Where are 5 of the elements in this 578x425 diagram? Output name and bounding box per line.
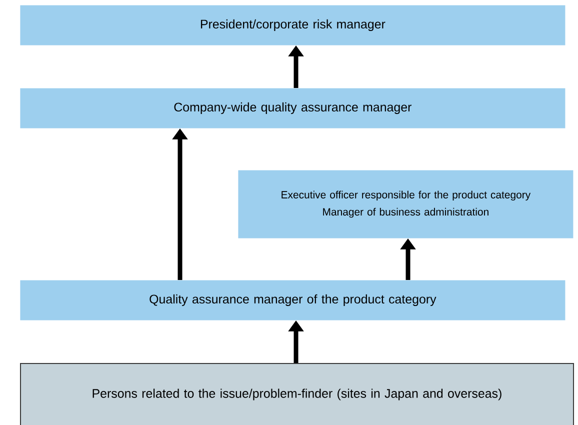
role-box: Company-wide quality assurance manager xyxy=(20,88,566,128)
role-box: President/corporate risk manager xyxy=(20,5,566,46)
role-box: Executive officer responsible for the product category Manager of business administration xyxy=(238,170,574,238)
role-box: Quality assurance manager of the product category xyxy=(20,280,566,320)
source-box: Persons related to the issue/problem-finder (sites in Japan and overseas) xyxy=(20,363,574,425)
